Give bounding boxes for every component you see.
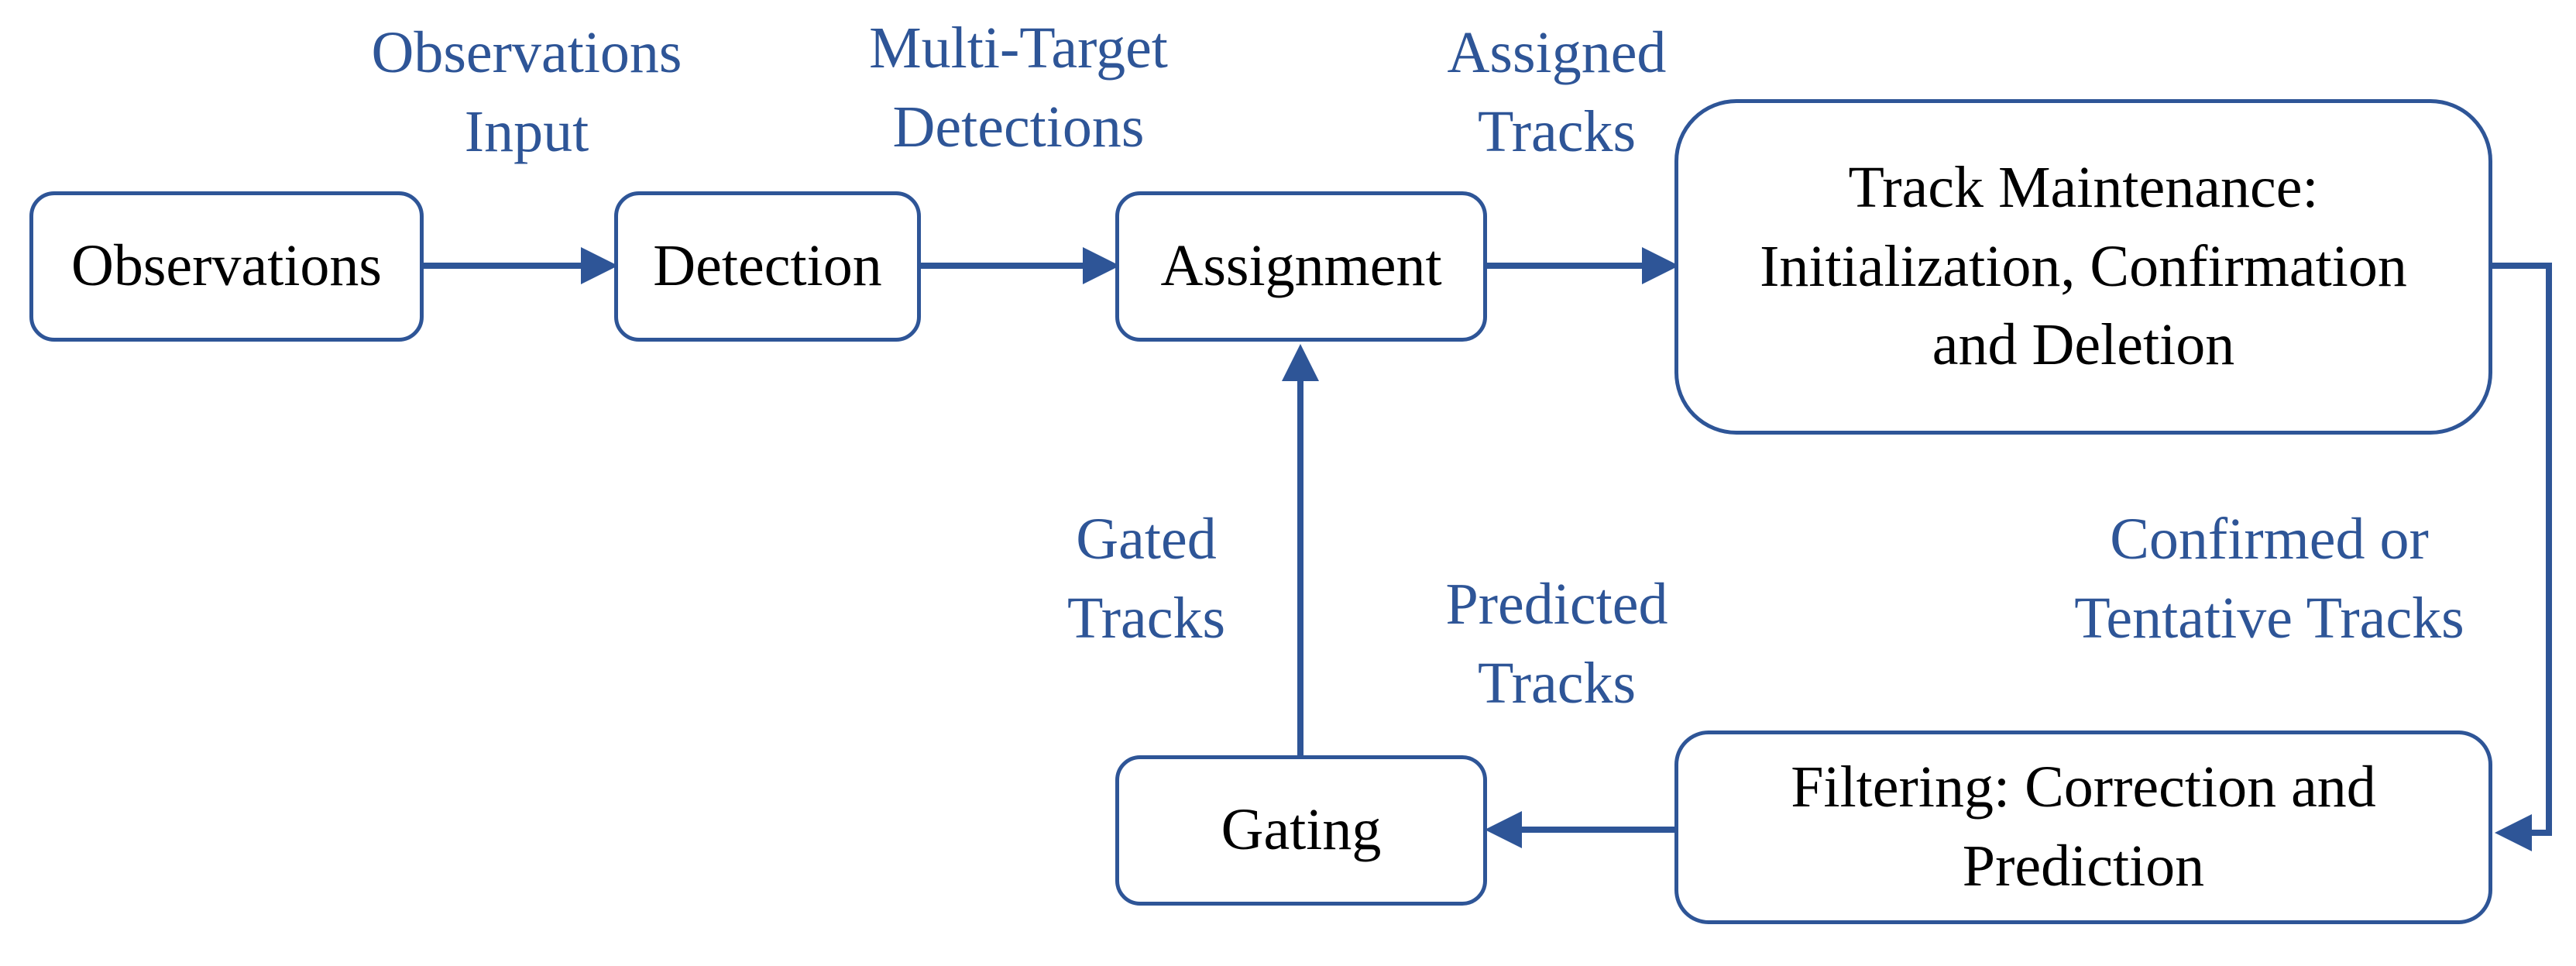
predicted-tracks-line-1: Predicted — [1445, 572, 1668, 637]
gated-tracks-line-1: Gated — [1076, 507, 1217, 572]
filtering-line-1: Filtering: Correction and — [1791, 755, 2376, 820]
detection-box: Detection — [614, 191, 921, 342]
confirmed-or-tentative-line-1: Confirmed or — [2110, 507, 2429, 572]
observations-box: Observations — [29, 191, 424, 342]
track-maintenance-line-2: Initialization, Confirmation — [1760, 233, 2407, 299]
predicted-tracks-line-2: Tracks — [1477, 650, 1637, 716]
assigned-tracks-line-2: Tracks — [1477, 98, 1637, 164]
observations-input-label: Observations Input — [294, 14, 759, 172]
multi-target-detections-line-2: Detections — [892, 94, 1145, 160]
arrow-track-maintenance-to-filtering — [2491, 263, 2552, 851]
confirmed-or-tentative-line-2: Tentative Tracks — [2074, 585, 2464, 651]
multi-target-detections-label: Multi-Target Detections — [786, 9, 1251, 167]
track-maintenance-box: Track Maintenance: Initialization, Confi… — [1674, 99, 2492, 435]
filtering-box: Filtering: Correction and Prediction — [1674, 731, 2492, 924]
gated-tracks-label: Gated Tracks — [991, 500, 1301, 658]
assignment-box: Assignment — [1115, 191, 1487, 342]
track-maintenance-line-1: Track Maintenance: — [1848, 154, 2319, 220]
multi-target-detections-line-1: Multi-Target — [869, 15, 1168, 81]
detection-box-label: Detection — [653, 233, 882, 299]
assigned-tracks-line-1: Assigned — [1447, 20, 1667, 85]
confirmed-or-tentative-tracks-label: Confirmed or Tentative Tracks — [1998, 500, 2540, 658]
observations-box-label: Observations — [70, 233, 383, 299]
observations-input-line-2: Input — [464, 98, 589, 164]
track-maintenance-line-3: and Deletion — [1932, 312, 2235, 378]
assigned-tracks-label: Assigned Tracks — [1324, 14, 1789, 172]
gated-tracks-line-2: Tracks — [1066, 585, 1226, 651]
gating-box: Gating — [1115, 755, 1487, 906]
observations-input-line-1: Observations — [371, 20, 682, 85]
predicted-tracks-label: Predicted Tracks — [1324, 566, 1789, 724]
assignment-box-label: Assignment — [1160, 233, 1442, 299]
filtering-line-2: Prediction — [1962, 834, 2205, 899]
gating-box-label: Gating — [1221, 797, 1382, 863]
